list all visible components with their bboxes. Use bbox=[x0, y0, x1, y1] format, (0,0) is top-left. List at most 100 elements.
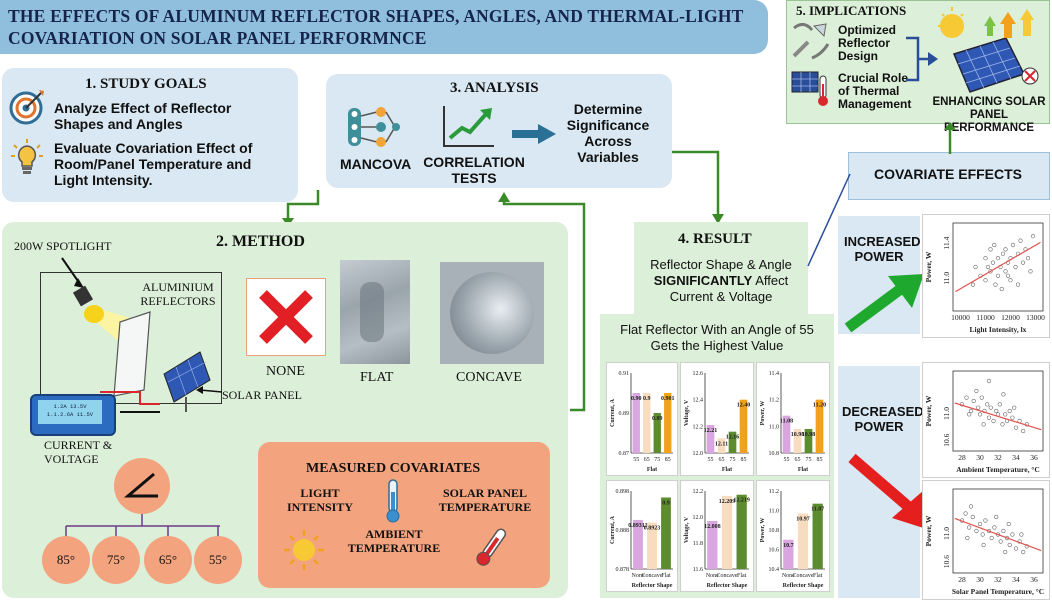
shape-none-image bbox=[246, 278, 326, 356]
trend-line bbox=[954, 517, 1042, 552]
data-label: 0.901 bbox=[661, 396, 675, 402]
implication-1-text: Optimized Reflector Design bbox=[838, 23, 897, 63]
x-axis-label: Reflector Shape bbox=[632, 583, 673, 589]
data-label: 11.08 bbox=[780, 419, 793, 425]
y-tick-label: 11.0 bbox=[942, 272, 951, 285]
x-tick-label: 28 bbox=[958, 575, 966, 584]
spotlight-label: 200W SPOTLIGHT bbox=[14, 239, 112, 253]
bar bbox=[664, 393, 672, 453]
point bbox=[1000, 251, 1006, 256]
x-axis-label: Light Intensity, lx bbox=[970, 325, 1027, 334]
y-axis-label: Current, A bbox=[610, 515, 616, 544]
y-tick-label: 12.0 bbox=[693, 451, 704, 457]
point bbox=[983, 518, 988, 523]
meter-reading-1: 1.2A 13.5V bbox=[53, 403, 87, 410]
implication-result-text: ENHANCING SOLAR PANEL PERFORMANCE bbox=[932, 96, 1046, 134]
point bbox=[974, 388, 979, 394]
plot-frame bbox=[952, 488, 1044, 574]
x-tick-label: 34 bbox=[1012, 453, 1020, 462]
angle-85: 85° bbox=[42, 536, 90, 584]
point bbox=[995, 273, 1001, 278]
covariates-panel bbox=[258, 442, 550, 588]
x-axis-label: Flat bbox=[722, 467, 732, 473]
bar bbox=[643, 393, 651, 453]
data-label: 10.7 bbox=[783, 543, 794, 549]
point bbox=[1012, 405, 1017, 410]
x-tick-label: 65 bbox=[795, 457, 801, 463]
point bbox=[963, 511, 968, 516]
point bbox=[1001, 392, 1006, 397]
data-label: 12.16 bbox=[726, 435, 740, 441]
y-axis-label: Current, A bbox=[610, 398, 616, 427]
data-label: 0.9 bbox=[643, 396, 651, 402]
x-tick-label: Concave bbox=[793, 573, 814, 579]
point bbox=[1010, 242, 1016, 248]
arrow-right-icon bbox=[512, 124, 556, 144]
x-tick-label: 55 bbox=[708, 457, 714, 463]
data-label: 12.008 bbox=[704, 524, 721, 530]
arrow-up-green-icon bbox=[844, 274, 924, 333]
point bbox=[1028, 269, 1033, 274]
concave-dish bbox=[450, 272, 534, 354]
point bbox=[970, 282, 976, 287]
y-tick-label: 12.0 bbox=[693, 515, 704, 521]
point bbox=[1013, 546, 1019, 551]
bar bbox=[647, 522, 657, 569]
point bbox=[1003, 269, 1008, 274]
point bbox=[992, 525, 997, 530]
point bbox=[977, 412, 983, 417]
point bbox=[979, 395, 984, 400]
point bbox=[974, 528, 979, 534]
point bbox=[1013, 425, 1019, 430]
shape-concave-image bbox=[440, 262, 544, 364]
connector-analysis-result bbox=[672, 150, 724, 224]
result-panel bbox=[634, 222, 808, 314]
y-tick-label: 11.2 bbox=[769, 489, 779, 495]
point bbox=[968, 408, 974, 414]
y-tick-label: 0.878 bbox=[616, 567, 630, 573]
point bbox=[986, 378, 992, 384]
y-tick-label: 11.8 bbox=[693, 541, 703, 547]
point bbox=[1000, 422, 1005, 427]
y-tick-label: 10.6 bbox=[769, 548, 780, 554]
meter-display: 1.2A 13.5V 1.1.2.6A 11.5V bbox=[38, 400, 102, 424]
bar bbox=[793, 429, 802, 453]
point bbox=[994, 408, 999, 414]
x-tick-label: 28 bbox=[958, 453, 966, 462]
point bbox=[983, 256, 988, 261]
data-label: 12.11 bbox=[715, 441, 728, 447]
x-tick-label: 65 bbox=[719, 457, 725, 463]
y-tick-label: 11.0 bbox=[942, 407, 951, 420]
thermometer-blue-icon bbox=[386, 479, 400, 523]
method-header: 2. METHOD bbox=[216, 233, 305, 250]
y-tick-label: 11.0 bbox=[769, 424, 779, 430]
x-tick-label: Flat bbox=[737, 573, 747, 579]
thermometer-red-icon bbox=[476, 528, 507, 566]
x-tick-label: 10000 bbox=[951, 313, 970, 322]
y-tick-label: 10.8 bbox=[769, 451, 780, 457]
angle-icon bbox=[123, 472, 158, 498]
y-tick-label: 12.6 bbox=[693, 371, 704, 377]
point bbox=[973, 264, 978, 270]
result-text-post: Affect Current & Voltage bbox=[669, 273, 789, 304]
y-tick-label: 0.898 bbox=[616, 489, 630, 495]
bar bbox=[728, 431, 737, 453]
data-label: 12.209 bbox=[719, 499, 736, 505]
result-text: Reflector Shape & Angle SIGNIFICANTLY Af… bbox=[636, 257, 806, 305]
point bbox=[977, 521, 983, 527]
point bbox=[992, 242, 997, 248]
x-axis-label: Flat bbox=[647, 467, 657, 473]
bar bbox=[739, 399, 748, 453]
y-tick-label: 0.91 bbox=[619, 371, 630, 377]
x-tick-label: 34 bbox=[1012, 575, 1020, 584]
bar bbox=[721, 495, 733, 569]
cov-panel-label: SOLAR PANEL TEMPERATURE bbox=[438, 486, 532, 514]
y-axis-label: Power, W bbox=[760, 518, 766, 543]
point bbox=[1010, 415, 1015, 420]
bar bbox=[736, 494, 747, 569]
x-tick-label: Concave bbox=[717, 573, 738, 579]
setup-area bbox=[40, 272, 222, 404]
